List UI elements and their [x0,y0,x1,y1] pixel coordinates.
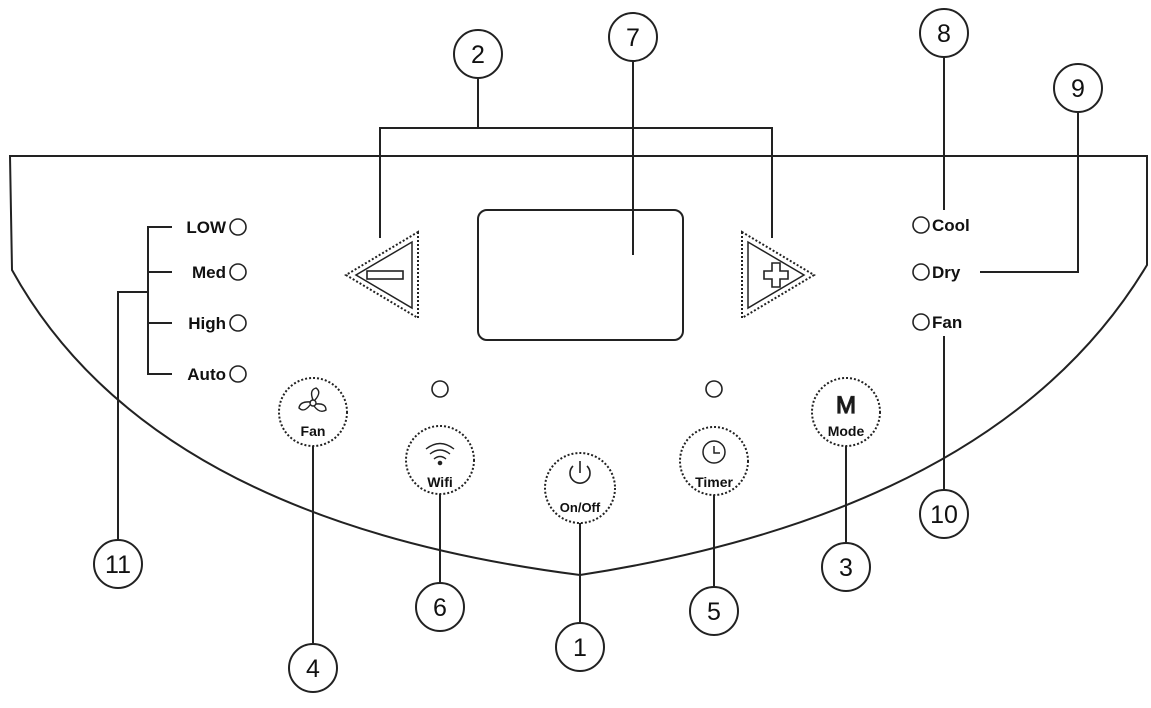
svg-text:9: 9 [1071,75,1085,103]
callout-1: 1 [555,622,605,672]
callout-9: 9 [1053,63,1103,113]
indicator-led-auto [229,365,247,383]
plus-icon [763,262,789,288]
callout-7: 7 [608,12,658,62]
indicator-led-high [229,314,247,332]
wifi-icon [425,442,455,466]
display-window [477,209,684,341]
svg-text:11: 11 [105,551,131,579]
svg-text:7: 7 [626,24,640,52]
callout-3: 3 [821,542,871,592]
clock-icon [702,440,726,464]
indicator-label-high: High [188,314,226,333]
fan-button-label: Fan [301,423,326,439]
indicator-label-auto: Auto [187,365,226,384]
minus-icon [366,270,404,280]
callout-11: 11 [93,539,143,589]
plus-button[interactable] [741,230,816,320]
svg-text:2: 2 [471,41,485,69]
indicator-led-med [229,263,247,281]
fan-speed-indicators: LOW Med High Auto [186,218,247,384]
indicator-label-med: Med [192,263,226,282]
callout-5: 5 [689,586,739,636]
indicator-label-dry: Dry [932,263,961,282]
callout-6: 6 [415,582,465,632]
svg-text:1: 1 [573,634,587,662]
svg-text:5: 5 [707,598,721,626]
power-button[interactable]: On/Off [544,452,616,524]
svg-text:8: 8 [937,20,951,48]
indicator-label-cool: Cool [932,216,970,235]
callout-11-leader [117,226,172,540]
mode-button[interactable]: M Mode [811,377,881,447]
timer-status-led [705,380,723,398]
minus-button[interactable] [344,230,419,320]
callout-8: 8 [919,8,969,58]
callout-2-leader [379,78,773,238]
svg-text:10: 10 [930,501,958,529]
timer-button-label: Timer [695,474,733,490]
indicator-label-low: LOW [186,218,227,237]
svg-text:3: 3 [839,554,853,582]
callout-9-leader [980,112,1079,273]
wifi-button-label: Wifi [427,474,453,490]
wifi-status-led [431,380,449,398]
power-button-label: On/Off [560,500,601,515]
fan-icon [298,387,327,413]
callout-4: 4 [288,643,338,693]
timer-button[interactable]: Timer [679,426,749,496]
mode-indicators: Cool Dry Fan [912,216,970,332]
svg-text:6: 6 [433,594,447,622]
callout-2: 2 [453,29,503,79]
svg-text:4: 4 [306,655,320,683]
callout-10: 10 [919,489,969,539]
power-icon [569,461,591,484]
mode-icon: M [836,392,856,419]
wifi-button[interactable]: Wifi [405,425,475,495]
indicator-led-dry [912,263,930,281]
mode-button-label: Mode [828,423,865,439]
indicator-led-cool [912,216,930,234]
fan-button[interactable]: Fan [278,377,348,447]
indicator-led-low [229,218,247,236]
indicator-label-fan: Fan [932,313,962,332]
indicator-led-fan [912,313,930,331]
